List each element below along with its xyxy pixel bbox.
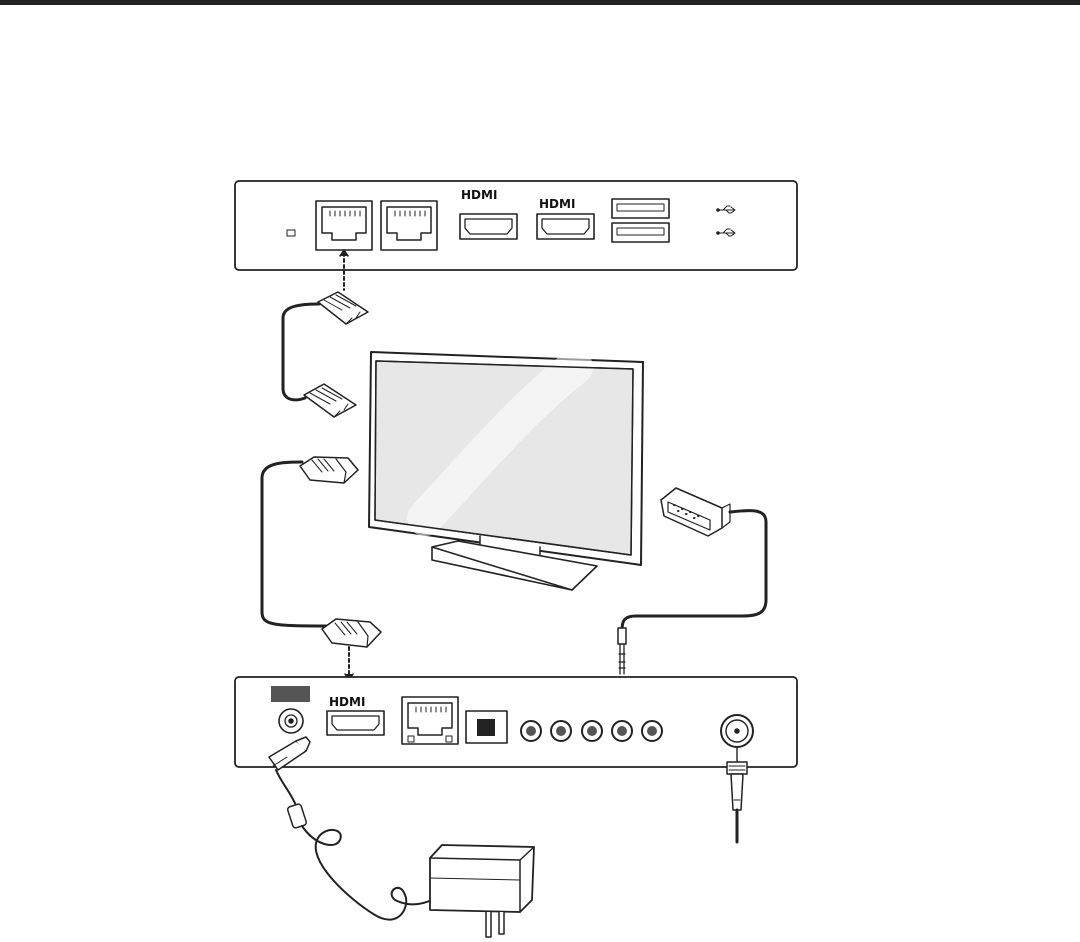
power-label-box — [271, 686, 310, 702]
coax-cable — [727, 748, 747, 842]
hdmi-plug-icon — [300, 457, 358, 483]
ethernet-cable — [283, 250, 368, 417]
hdmi-label: HDMI — [539, 197, 575, 211]
top-device: HDMI HDMI — [235, 181, 797, 270]
audio-jack-icon — [618, 628, 626, 674]
hdmi-plug-icon — [322, 619, 381, 647]
vga-plug-icon — [661, 488, 730, 536]
hdmi-label: HDMI — [329, 695, 365, 709]
coax-port-icon[interactable] — [721, 715, 753, 747]
bottom-device: HDMI — [235, 677, 797, 767]
tv-monitor — [369, 352, 643, 590]
rj45-plug-icon — [318, 292, 368, 324]
hdmi-cable — [262, 457, 381, 680]
rj45-plug-icon — [304, 384, 356, 417]
hdmi-label: HDMI — [461, 188, 497, 202]
